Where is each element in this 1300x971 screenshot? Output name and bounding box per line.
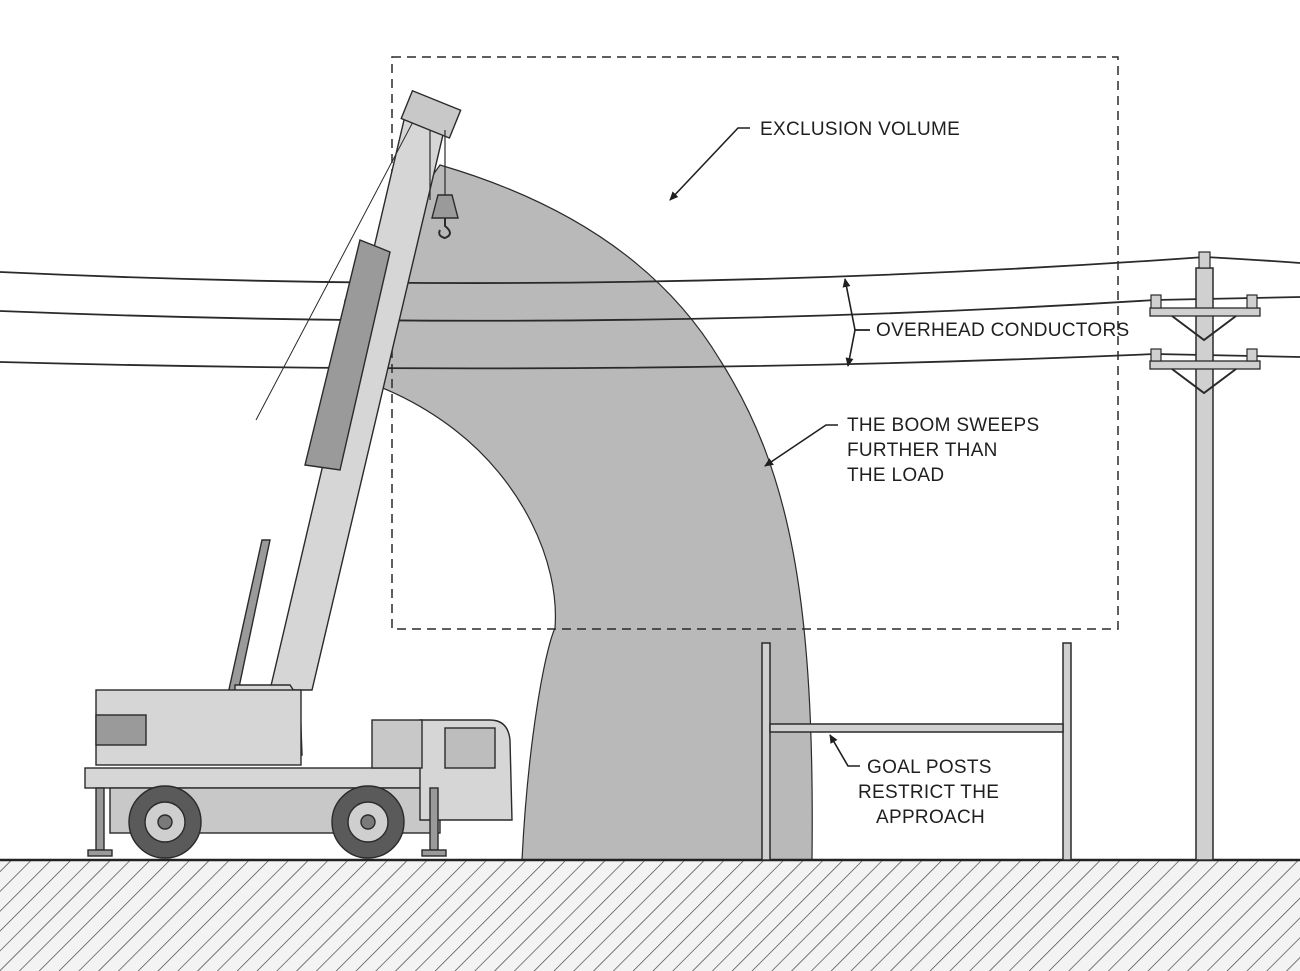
hook-block xyxy=(431,194,459,219)
exclusion-leader xyxy=(669,127,750,201)
overhead-conductors-label: OVERHEAD CONDUCTORS xyxy=(876,320,1130,341)
conductors-leader-bottom xyxy=(845,329,870,367)
outriggers xyxy=(87,787,447,857)
ground xyxy=(0,860,1300,971)
goal-post-right xyxy=(1062,642,1072,861)
boom-sweep-leader xyxy=(764,424,838,467)
goal-post-left xyxy=(761,642,771,861)
boom-sweeps-label-line2: FURTHER THAN xyxy=(847,440,998,461)
conductor-top xyxy=(0,256,1300,284)
goal-posts-leader xyxy=(829,734,860,767)
conductors-leader-top xyxy=(842,278,870,331)
boom-sweep-area xyxy=(339,164,813,861)
goal-posts-label-line3: APPROACH xyxy=(876,807,986,828)
leader-lines xyxy=(669,127,870,767)
crane xyxy=(84,89,513,859)
conductor-middle xyxy=(0,296,1300,322)
hook xyxy=(438,218,451,240)
crane-boom-inner xyxy=(304,239,391,471)
goal-posts-label-line2: RESTRICT THE xyxy=(858,782,1000,803)
boom-sweeps-label-line3: THE LOAD xyxy=(847,465,945,486)
goal-post-crossbar xyxy=(769,723,1064,733)
boom-sweeps-label-line1: THE BOOM SWEEPS xyxy=(847,415,1040,436)
conductor-bottom xyxy=(0,353,1300,370)
exclusion-volume-label: EXCLUSION VOLUME xyxy=(760,119,961,140)
goal-posts-label-line1: GOAL POSTS xyxy=(867,757,992,778)
overhead-conductors xyxy=(0,256,1300,370)
goal-posts xyxy=(761,642,1072,861)
utility-pole xyxy=(1149,251,1261,861)
